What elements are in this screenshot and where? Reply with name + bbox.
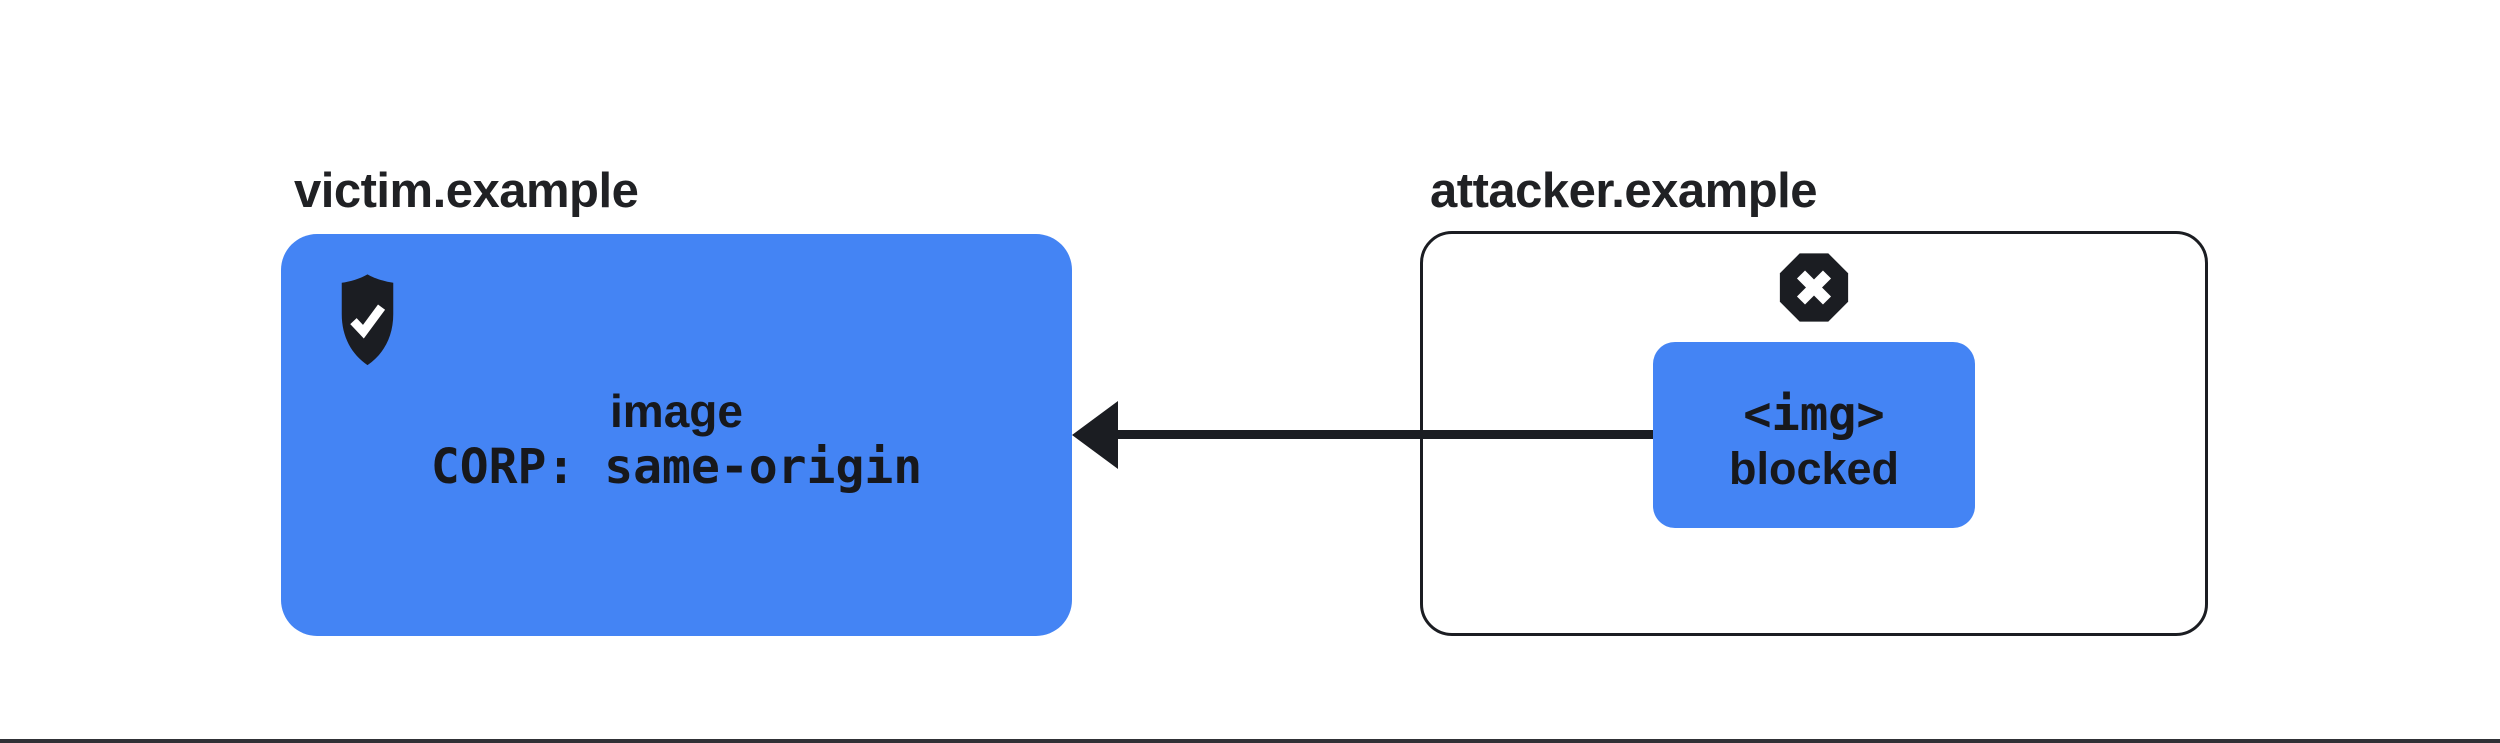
img-tag-code-text: <img> bbox=[1743, 387, 1885, 442]
victim-origin-label: victim.example bbox=[294, 164, 639, 218]
blocked-request-box: <img> blocked bbox=[1653, 342, 1975, 528]
shield-check-icon bbox=[341, 274, 394, 366]
request-arrow-shaft bbox=[1112, 430, 1653, 439]
attacker-origin-label: attacker.example bbox=[1430, 164, 1818, 218]
attacker-page-box: <img> blocked bbox=[1420, 231, 2208, 636]
blocked-status-text: blocked bbox=[1728, 443, 1900, 494]
corp-header-text: CORP: same-origin bbox=[430, 439, 923, 495]
blocked-x-icon bbox=[1779, 253, 1849, 322]
request-arrow-head bbox=[1072, 401, 1118, 469]
resource-name-text: image bbox=[610, 385, 743, 437]
victim-resource-box: image CORP: same-origin bbox=[281, 234, 1072, 636]
bottom-divider bbox=[0, 739, 2500, 743]
